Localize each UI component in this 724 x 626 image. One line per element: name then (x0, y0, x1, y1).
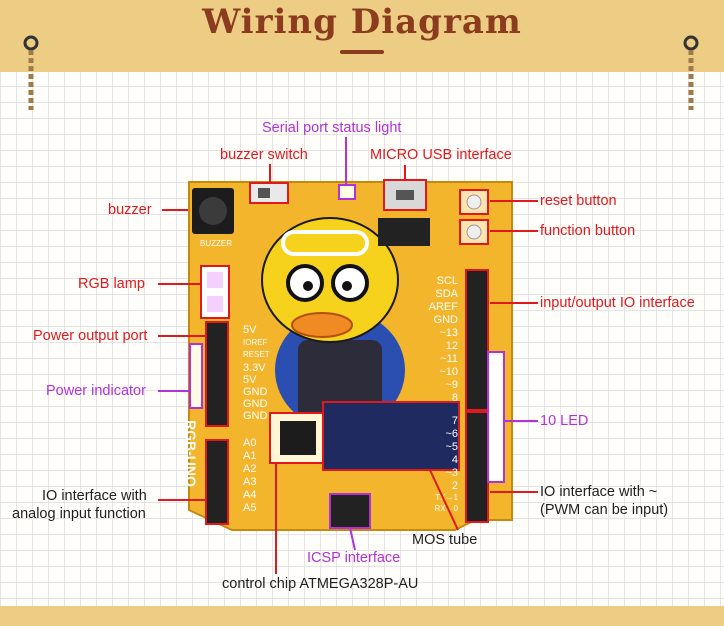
pin-label: RESET (243, 350, 270, 359)
title-underline (340, 50, 384, 54)
buzzer-label: buzzer (108, 202, 152, 218)
pin-label: GND (434, 314, 459, 326)
mos-tube-label: MOS tube (412, 532, 478, 548)
pin-label: 5V (243, 324, 257, 336)
pin-label: TX→1 (435, 493, 458, 502)
pin-label: A4 (243, 489, 256, 501)
micro-usb-label: MICRO USB interface (370, 147, 512, 163)
pin-label: A2 (243, 463, 256, 475)
power-indicator-icon (189, 343, 203, 409)
callout-lines (158, 164, 538, 574)
buzzer-component-icon (192, 188, 234, 234)
buzzer-silk-label: BUZZER (200, 239, 232, 248)
board-name-label: RGB-UNO (183, 420, 199, 487)
rope-right-icon (683, 35, 699, 110)
led-column-icon (487, 351, 505, 483)
micro-usb-icon (383, 179, 427, 211)
mos-tube-icon (322, 401, 460, 471)
io-interface-label: input/output IO interface (540, 295, 695, 311)
pin-label: 5V (243, 374, 257, 386)
io-analog-label-line2: analog input function (12, 506, 146, 522)
rgb-lamp-label: RGB lamp (78, 276, 145, 292)
pin-label: 12 (446, 340, 458, 352)
io-analog-label-line1: IO interface with (42, 488, 147, 504)
pin-label: GND (243, 398, 268, 410)
pin-label: A5 (243, 502, 256, 514)
function-button-icon (459, 219, 489, 245)
pin-label: SCL (437, 275, 458, 287)
io-pwm-label-line2: (PWM can be input) (540, 502, 669, 518)
title-banner: Wiring Diagram (0, 0, 724, 72)
pin-label: AREF (429, 301, 459, 313)
io-header-top-icon (465, 269, 489, 411)
callout-lines-purple (158, 137, 538, 551)
power-header-icon (205, 321, 229, 427)
page-title: Wiring Diagram (202, 2, 522, 42)
buzzer-switch-label: buzzer switch (220, 147, 308, 163)
pin-label: ~11 (440, 353, 458, 365)
pin-label: IOREF (243, 338, 268, 347)
power-indicator-label: Power indicator (46, 383, 146, 399)
control-chip-label: control chip ATMEGA328P-AU (222, 576, 419, 592)
reset-button-label: reset button (540, 193, 617, 209)
pin-label: ~6 (445, 428, 458, 440)
pin-label: ~10 (439, 366, 458, 378)
pin-label: GND (243, 386, 268, 398)
pin-label: SDA (435, 288, 458, 300)
rope-left-icon (23, 35, 39, 110)
pin-label: 2 (452, 480, 458, 492)
pin-label: GND (243, 410, 268, 422)
pin-label: ~5 (445, 441, 458, 453)
pin-label: ~3 (445, 467, 458, 479)
pin-label: A3 (243, 476, 256, 488)
analog-header-icon (205, 439, 229, 525)
rgb-lamp-icon (200, 265, 230, 319)
mcu-chip-icon (269, 412, 327, 464)
pin-label: A1 (243, 450, 256, 462)
pin-label: RX←0 (434, 504, 458, 513)
led-label: 10 LED (540, 413, 589, 429)
pin-label: 8 (452, 392, 458, 404)
io-pwm-label-line1: IO interface with ~ (540, 484, 658, 500)
pin-label: ~13 (439, 327, 458, 339)
icsp-label: ICSP interface (307, 550, 401, 566)
reset-button-icon (459, 189, 489, 215)
serial-light-icon (338, 184, 356, 200)
serial-light-label: Serial port status light (262, 120, 402, 136)
pin-label: A0 (243, 437, 256, 449)
pin-label: 4 (452, 454, 458, 466)
bottom-band (0, 606, 724, 626)
pin-label: 3.3V (243, 362, 266, 374)
icsp-header-icon (329, 493, 371, 529)
duck-mascot-icon (261, 217, 405, 430)
power-output-label: Power output port (33, 328, 148, 344)
io-header-bottom-icon (465, 411, 489, 523)
pin-label: ~9 (445, 379, 458, 391)
function-button-label: function button (540, 223, 636, 239)
pin-label: 7 (452, 415, 458, 427)
